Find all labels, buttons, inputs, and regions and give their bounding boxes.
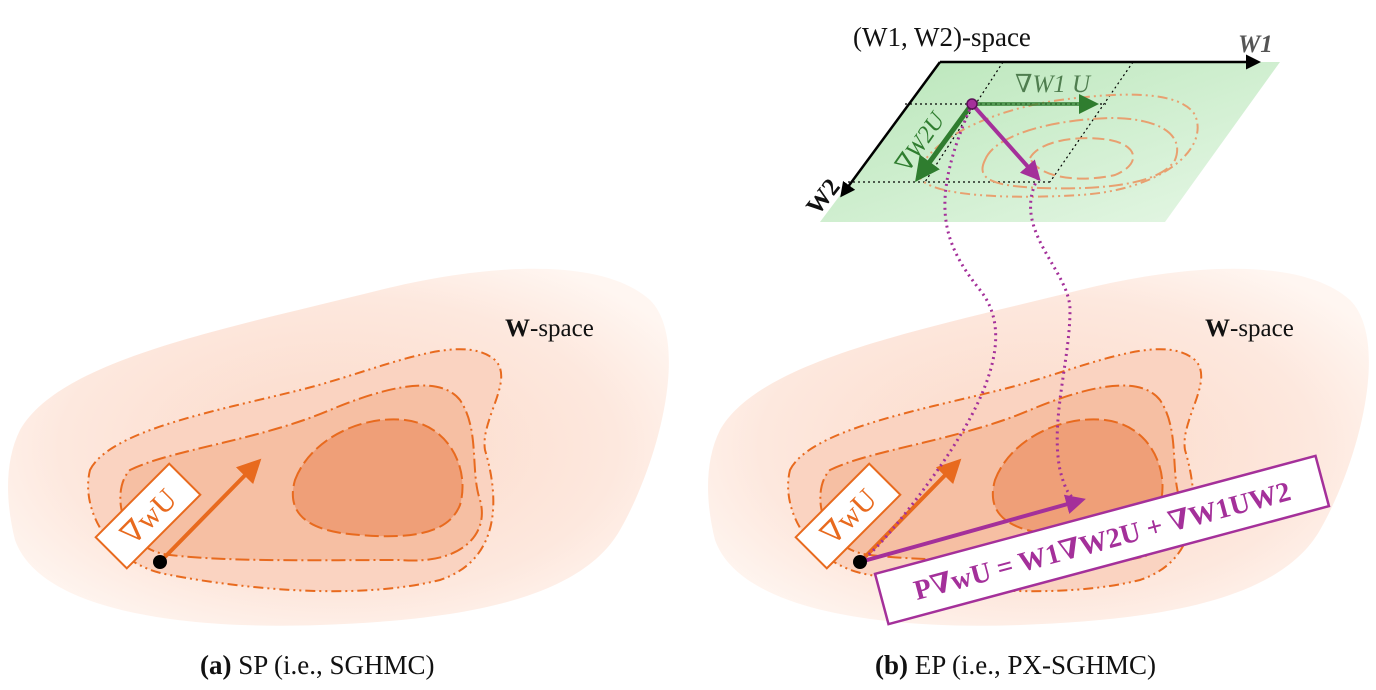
factor-space-label: (W1, W2)-space: [853, 22, 1031, 52]
gradient-label-box: ∇wU: [94, 462, 202, 570]
current-point: [153, 555, 167, 569]
caption-b-tag: (b): [875, 650, 908, 680]
axis-w2: [840, 61, 942, 198]
gradient-arrow: [158, 458, 262, 564]
panel-b: ∇wU W-space W1 W2 (W1, W2)-space ∇W1 U: [708, 22, 1369, 626]
caption-a-text: SP (i.e., SGHMC): [238, 650, 435, 680]
caption-b-text: EP (i.e., PX-SGHMC): [914, 650, 1157, 680]
factor-grad-arrow: [970, 102, 1041, 181]
panel-a: ∇wU W-space: [8, 268, 669, 626]
grad-w2-arrow: [915, 102, 975, 183]
projected-gradient-arrow: [859, 494, 1086, 564]
caption-b: (b) EP (i.e., PX-SGHMC): [875, 650, 1156, 681]
axis-w1-label: W1: [1238, 31, 1273, 58]
plane-contours: [918, 93, 1199, 198]
caption-a-tag: (a): [200, 650, 232, 680]
contour-inner: [291, 418, 464, 538]
caption-a: (a) SP (i.e., SGHMC): [200, 650, 435, 681]
w-space-label: W-space: [505, 315, 594, 342]
w-space-label: W-space: [1205, 315, 1294, 342]
current-point: [853, 555, 867, 569]
grad-w1-label: ∇W1 U: [1015, 71, 1092, 98]
